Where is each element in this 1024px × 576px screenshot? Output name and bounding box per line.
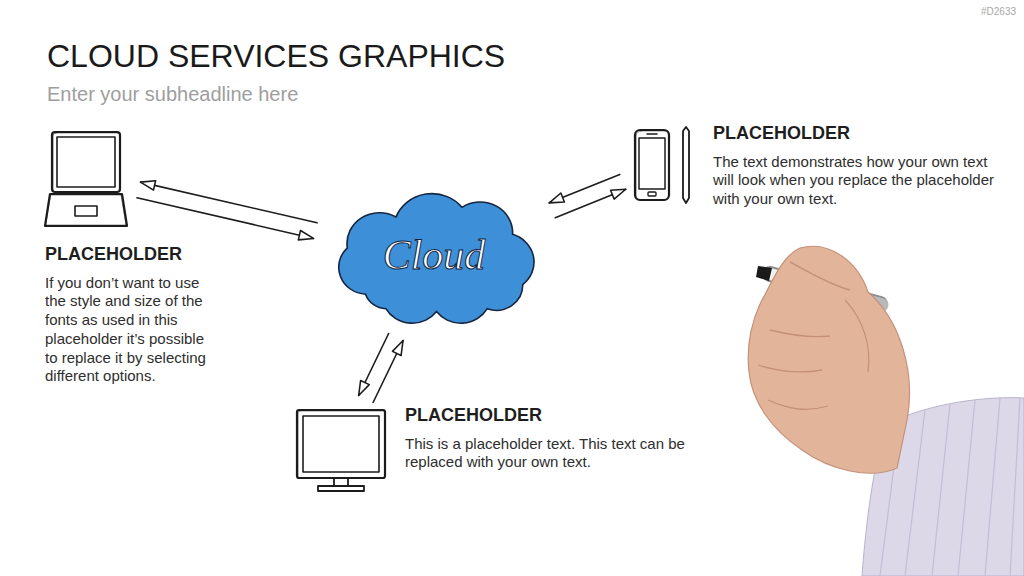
cloud-shape: Cloud [325,188,543,328]
flow-arrow [137,198,314,239]
flow-arrow [549,174,619,202]
cloud-fill [339,194,534,324]
flow-arrow [555,189,625,217]
device-node: PLACEHOLDERIf you don’t want to use the … [45,128,129,228]
hand-illustration [748,246,1024,576]
laptop-icon [45,132,127,226]
node-body: If you don’t want to use the style and s… [45,274,213,387]
node-text-block: PLACEHOLDER If you don’t want to use the … [45,243,213,386]
cloud-label: Cloud [383,231,486,285]
node-body: The text demonstrates how your own text … [713,153,1005,209]
tablet-icon [635,127,689,203]
node-text-block: PLACEHOLDER This is a placeholder text. T… [405,404,697,472]
monitor-icon [297,410,385,491]
node-heading: PLACEHOLDER [45,243,213,266]
subheadline: Enter your subheadline here [47,82,298,106]
node-text-block: PLACEHOLDER The text demonstrates how you… [713,122,1005,209]
device-node: PLACEHOLDERThe text demonstrates how you… [632,126,692,206]
flow-arrow [359,334,389,396]
device-node: PLACEHOLDERThis is a placeholder text. T… [295,408,387,493]
slide-title: CLOUD SERVICES GRAPHICS [47,38,505,75]
node-heading: PLACEHOLDER [405,404,697,427]
node-heading: PLACEHOLDER [713,122,1005,145]
node-body: This is a placeholder text. This text ca… [405,435,697,473]
slide-code: #D2633 [981,6,1016,18]
flow-arrow [373,340,403,402]
flow-arrow [141,182,318,223]
